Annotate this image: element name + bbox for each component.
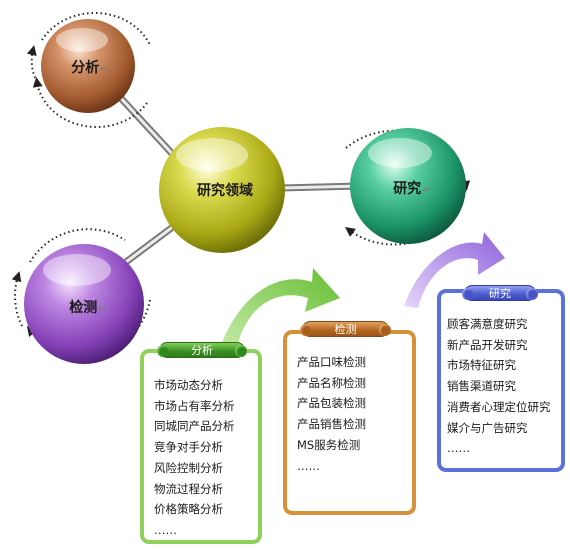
research-list: 顾客满意度研究 新产品开发研究 市场特征研究 销售渠道研究 消费者心理定位研究 … (447, 314, 561, 459)
node-analysis-sphere (41, 19, 135, 113)
list-item: 产品销售检测 (297, 417, 366, 432)
list-item: 市场占有率分析 (154, 398, 235, 413)
list-item: 产品包装检测 (297, 396, 366, 411)
detection-list: 产品口味检测 产品名称检测 产品包装检测 产品销售检测 MS服务检测 …… (297, 352, 412, 476)
list-item: MS服务检测 (297, 437, 361, 452)
node-research-label: 研究 (393, 181, 422, 197)
analysis-list: 市场动态分析 市场占有率分析 同城同产品分析 竞争对手分析 风险控制分析 物流过… (154, 375, 258, 541)
analysis-panel-title: 分析 (157, 342, 247, 358)
node-analysis-label: 分析 (71, 60, 100, 76)
node-detection-label: 检测 (69, 300, 98, 316)
list-item: 竞争对手分析 (154, 440, 223, 455)
list-item: …… (154, 522, 177, 537)
research-panel-title: 研究 (462, 285, 538, 301)
list-item: …… (297, 458, 320, 473)
list-item: 媒介与广告研究 (447, 420, 528, 435)
green-curved-arrow (220, 268, 340, 352)
node-research[interactable]: 研究↵ (393, 178, 430, 198)
list-item: 市场特征研究 (447, 358, 516, 373)
list-item: 顾客满意度研究 (447, 317, 528, 331)
list-item: 价格策略分析 (154, 502, 223, 517)
list-item: 消费者心理定位研究 (447, 399, 551, 414)
node-center[interactable]: 研究领域 (197, 180, 253, 200)
node-analysis[interactable]: 分析↵ (71, 57, 108, 77)
list-item: …… (447, 441, 470, 456)
detection-panel: 产品口味检测 产品名称检测 产品包装检测 产品销售检测 MS服务检测 …… (283, 330, 416, 515)
orbit-detection (29, 228, 126, 263)
return-mark-icon: ↵ (422, 185, 431, 196)
node-detection[interactable]: 检测↵ (69, 297, 106, 317)
purple-curved-arrow (404, 232, 505, 308)
connectors (114, 91, 364, 272)
research-panel: 顾客满意度研究 新产品开发研究 市场特征研究 销售渠道研究 消费者心理定位研究 … (437, 289, 565, 472)
detection-panel-title: 检测 (300, 321, 391, 337)
list-item: 风险控制分析 (154, 460, 223, 475)
list-item: 销售渠道研究 (447, 379, 516, 394)
node-detection-sphere (24, 244, 144, 364)
return-mark-icon: ↵ (98, 304, 107, 315)
return-mark-icon: ↵ (100, 64, 109, 75)
node-center-label: 研究领域 (197, 183, 253, 199)
list-item: 物流过程分析 (154, 481, 223, 496)
node-research-sphere (350, 128, 466, 244)
analysis-panel: 市场动态分析 市场占有率分析 同城同产品分析 竞争对手分析 风险控制分析 物流过… (140, 349, 262, 544)
list-item: 产品口味检测 (297, 355, 366, 369)
node-center-sphere (159, 127, 285, 253)
list-item: 产品名称检测 (297, 375, 366, 390)
list-item: 同城同产品分析 (154, 419, 235, 434)
list-item: 新产品开发研究 (447, 337, 528, 352)
list-item: 市场动态分析 (154, 378, 223, 392)
